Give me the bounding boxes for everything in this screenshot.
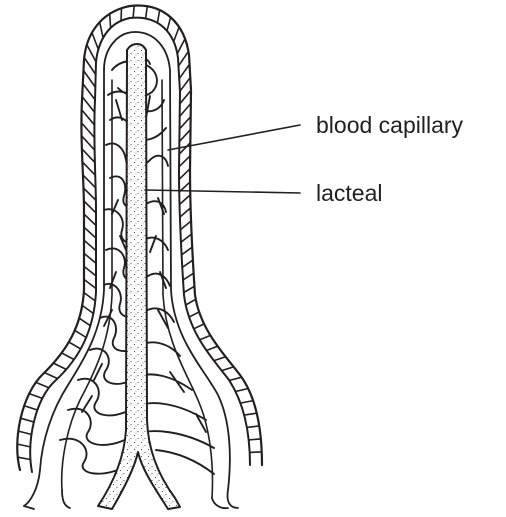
base-vessels: [24, 490, 228, 509]
blood-capillary-label: blood capillary: [316, 112, 464, 138]
lacteal-label: lacteal: [316, 180, 382, 206]
lacteal-leader-line: [145, 190, 300, 193]
lacteal-vessel: [98, 44, 180, 509]
lacteal-body: [98, 44, 180, 509]
blood-capillary-leader-line: [168, 125, 300, 150]
